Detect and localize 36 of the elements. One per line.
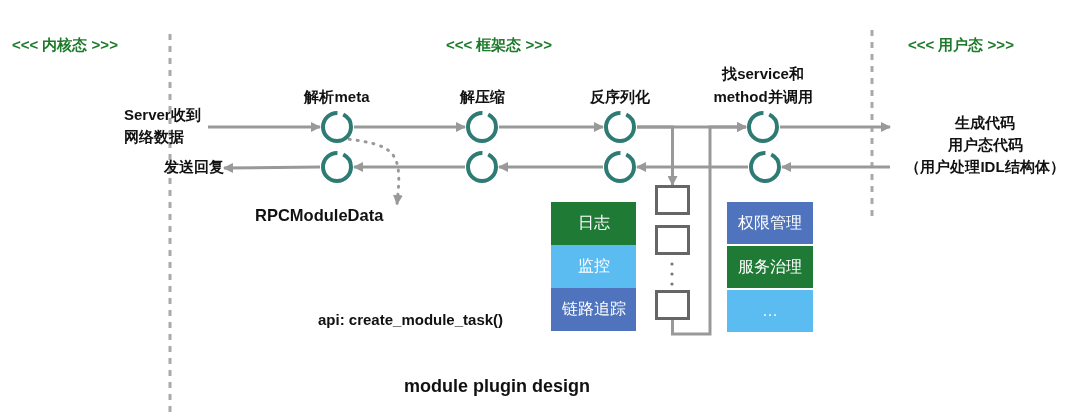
zone-heading: <<< 框架态 >>> (446, 36, 552, 55)
plugin-slot-box (655, 185, 690, 215)
zone-heading: <<< 用户态 >>> (908, 36, 1014, 55)
api-note: api: create_module_task() (318, 311, 504, 328)
dotted-arrow (347, 137, 403, 206)
arrow (498, 162, 603, 172)
arrow (636, 162, 748, 172)
module-box: 权限管理 (727, 202, 813, 244)
text-label: 生成代码 (953, 113, 1016, 133)
arrow (208, 122, 321, 132)
module-box: 服务治理 (727, 246, 813, 288)
arrow (499, 122, 604, 132)
zone-heading: <<< 内核态 >>> (12, 36, 118, 55)
plugin-slot-box (655, 290, 690, 320)
plugin-slot-box (655, 225, 690, 255)
caption: module plugin design (403, 376, 591, 397)
step-label: 解压缩 (458, 87, 506, 107)
text-label: Server收到网络数据 (124, 104, 208, 150)
step-label: 解析meta (303, 87, 371, 107)
module-box: 链路追踪 (551, 288, 636, 331)
module-box: 日志 (551, 202, 636, 245)
arrow (354, 122, 466, 132)
module-box: … (727, 290, 813, 332)
arrow (780, 122, 891, 132)
step-label: 找service和method并调用 (712, 64, 814, 107)
arrow (671, 122, 747, 336)
text-label: 用户态代码 (946, 135, 1024, 155)
arrow (353, 162, 465, 172)
text-label: RPCModuleData (255, 204, 397, 228)
text-label: 发送回复 (130, 156, 224, 180)
text-label: （用户处理IDL结构体） (904, 157, 1066, 177)
arrow (781, 162, 890, 172)
module-box: 监控 (551, 245, 636, 288)
step-label: 反序列化 (589, 87, 651, 107)
arrow (637, 125, 678, 186)
arrow (223, 162, 320, 173)
